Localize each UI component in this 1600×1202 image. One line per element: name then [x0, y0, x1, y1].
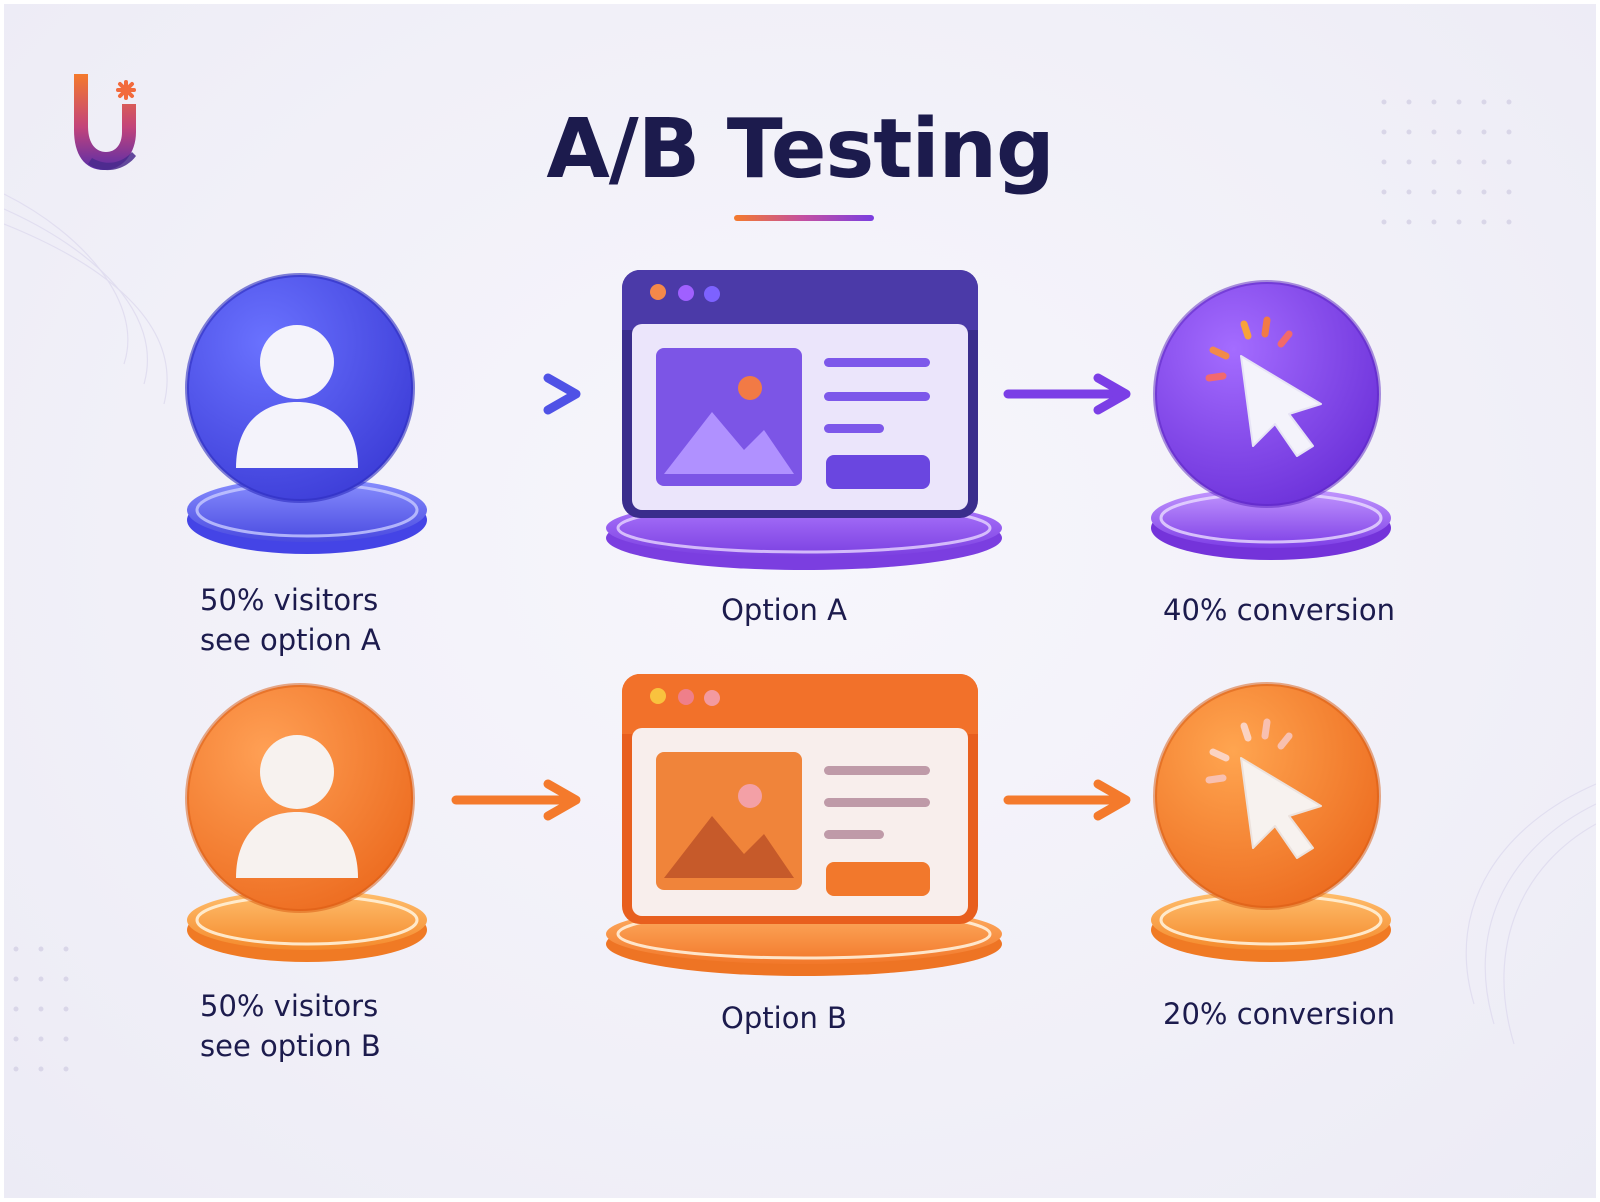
variant-a-option-label: Option A [721, 593, 847, 627]
user-icon [185, 273, 427, 554]
cursor-click-icon [1151, 280, 1391, 560]
background-decoration [4, 99, 1596, 1072]
variant-b-conversion-label: 20% conversion [1163, 997, 1395, 1031]
variant-a-visitor-node [184, 272, 434, 566]
variant-a-visitors-line1: 50% visitors [200, 583, 379, 617]
variant-b-page-node [604, 666, 1004, 980]
brand-logo [66, 68, 146, 182]
page-title: A/B Testing [546, 102, 1054, 197]
user-icon [185, 683, 427, 962]
arrow-right-icon [1003, 373, 1131, 415]
variant-a-conversion-node [1149, 276, 1399, 570]
brand-logo-icon [74, 74, 136, 171]
variant-a-page-node [604, 262, 1004, 576]
variant-b-option-label: Option B [721, 1001, 847, 1035]
arrow-right-icon [1003, 779, 1131, 821]
arrow-right-icon [451, 373, 581, 415]
dot-grid-bottom-left [13, 946, 69, 1072]
dot-grid-top-right [1381, 99, 1512, 225]
variant-b-visitors-line2: see option B [200, 1029, 381, 1063]
ab-testing-infographic: A/B Testing [4, 4, 1596, 1198]
variant-b-visitors-label: 50% visitors see option B [200, 986, 381, 1066]
variant-b-visitor-node [184, 680, 434, 974]
variant-b-conversion-node [1149, 680, 1399, 974]
variant-a-visitors-label: 50% visitors see option A [200, 580, 381, 660]
variant-b-visitors-line1: 50% visitors [200, 989, 379, 1023]
variant-a-conversion-label: 40% conversion [1163, 593, 1395, 627]
title-underline [734, 215, 874, 221]
arrow-right-icon [451, 779, 581, 821]
browser-window-icon [606, 674, 1002, 976]
cursor-click-icon [1151, 682, 1391, 962]
browser-window-icon [606, 270, 1002, 570]
variant-a-visitors-line2: see option A [200, 623, 381, 657]
